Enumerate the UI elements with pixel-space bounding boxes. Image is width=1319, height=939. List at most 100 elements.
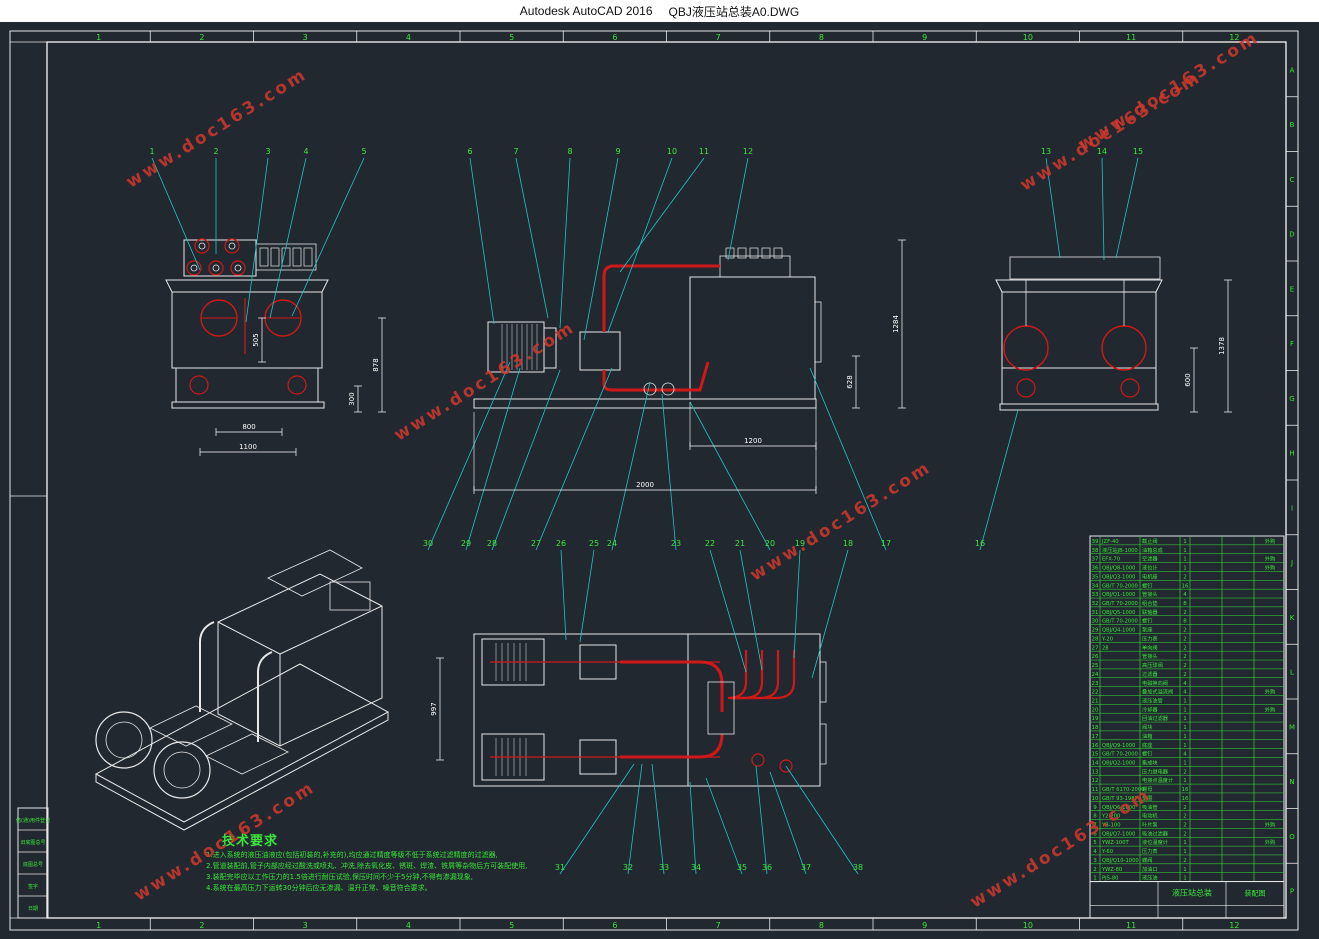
plan-branch-pipe <box>730 650 780 700</box>
bom-cell-qty: 2 <box>1183 805 1187 811</box>
plan-tank <box>687 633 821 787</box>
bom-cell-code: YB-100 <box>1101 823 1121 829</box>
grid-row-right: B <box>1290 121 1295 129</box>
grid-row-right: C <box>1290 176 1295 184</box>
side-valve <box>661 382 675 396</box>
iso-tank-edge <box>279 605 383 655</box>
dim-side-overall-text: 2000 <box>636 481 654 489</box>
bom-cell-code: YWZ-80 <box>1101 867 1122 873</box>
iso-panel <box>329 581 371 611</box>
bom-cell-name: 叶片泵 <box>1142 821 1158 829</box>
bom-cell-no: 25 <box>1092 663 1099 669</box>
dim-right-low-text: 600 <box>1184 373 1192 386</box>
bom-cell-qty: 2 <box>1183 610 1187 616</box>
side-return-pipe <box>602 361 710 392</box>
bom-cell-note: 外购 <box>1265 564 1275 572</box>
bom-cell-name: 螺钉 <box>1142 581 1152 589</box>
balloon-16: 16 <box>975 539 985 548</box>
grid-col-bottom: 2 <box>199 921 204 930</box>
bom-cell-no: 16 <box>1092 743 1099 749</box>
leader-line-24 <box>611 381 651 551</box>
bom-cell-qty: 16 <box>1182 583 1189 589</box>
revision-label: 借(通)用件登记 <box>16 817 50 824</box>
leader-line-35 <box>705 777 743 875</box>
grid-col-top: 4 <box>406 33 411 42</box>
grid-col-top: 11 <box>1126 33 1136 42</box>
plan-view <box>473 633 827 787</box>
front-valve-stack <box>255 243 317 271</box>
balloon-22: 22 <box>705 539 715 548</box>
plan-pipe-top <box>620 660 724 712</box>
bom-cell-no: 38 <box>1092 548 1099 554</box>
file-name: QBJ液压站总装A0.DWG <box>668 4 800 19</box>
bom-cell-no: 19 <box>1092 716 1099 722</box>
tech-line-1: 1.进入系统的液压油液应(包括初装的,补充的),均应通过精度等级不低于系统过滤精… <box>206 851 498 859</box>
bom-cell-no: 23 <box>1092 681 1099 687</box>
leader-line-15 <box>1115 157 1139 259</box>
bom-cell-no: 31 <box>1092 610 1099 616</box>
bom-cell-qty: 4 <box>1183 752 1187 758</box>
bom-cell-qty: 1 <box>1183 867 1187 873</box>
bom-cell-qty: 1 <box>1183 539 1187 545</box>
bom-cell-no: 3 <box>1093 858 1097 864</box>
bom-cell-code: JZF-40 <box>1101 539 1119 545</box>
leader-line-29 <box>465 367 521 551</box>
bom-cell-no: 17 <box>1092 734 1099 740</box>
side-cooler <box>814 301 822 363</box>
grid-row-right: I <box>1291 504 1293 512</box>
front-gauge-red <box>194 238 210 254</box>
bom-cell-no: 10 <box>1092 796 1099 802</box>
iso-tank <box>217 573 383 747</box>
bom-cell-name: 管接头 <box>1142 652 1158 660</box>
title-block-company: 装配图 <box>1245 889 1266 898</box>
bom-cell-no: 7 <box>1093 823 1097 829</box>
grid-col-bottom: 3 <box>303 921 308 930</box>
bom-cell-qty: 4 <box>1183 592 1187 598</box>
bom-cell-code: Y-60 <box>1101 849 1113 855</box>
bom-cell-name: 吸油过滤器 <box>1142 829 1169 837</box>
bom-cell-no: 11 <box>1092 787 1099 793</box>
leader-line-17 <box>809 367 887 551</box>
bom-cell-name: 垫圈 <box>1142 794 1152 802</box>
bom-cell-code: QBJ/Q7-1000 <box>1102 831 1135 837</box>
front-base-rail <box>171 401 325 409</box>
bom-cell-name: 电接点温度计 <box>1142 776 1173 784</box>
plan-fitting <box>751 753 765 767</box>
bom-cell-code: YWZ-100T <box>1101 840 1130 846</box>
bom-cell-no: 4 <box>1093 849 1097 855</box>
bom-cell-name: 单向阀 <box>1142 643 1158 651</box>
side-valve-head <box>761 247 771 259</box>
front-gauge-inner <box>228 242 236 250</box>
front-valve-element <box>281 247 291 267</box>
leader-line-16 <box>979 409 1019 551</box>
right-tank-lid <box>995 279 1163 293</box>
revision-label: 签字 <box>28 883 38 890</box>
grid-row-right: P <box>1290 888 1294 896</box>
grid-col-top: 8 <box>819 33 824 42</box>
leader-line-13 <box>1045 157 1061 259</box>
bom-cell-code: GB/T 70-2000 <box>1102 583 1138 589</box>
plan-fitting <box>779 759 793 773</box>
bom-cell-qty: 1 <box>1183 725 1187 731</box>
grid-col-top: 3 <box>303 33 308 42</box>
bom-cell-qty: 2 <box>1183 831 1187 837</box>
leader-line-3 <box>245 157 269 323</box>
leader-line-26 <box>560 549 567 641</box>
plan-branch-pipe <box>730 650 796 700</box>
balloon-23: 23 <box>671 539 681 548</box>
bom-cell-note: 外购 <box>1265 838 1275 846</box>
bom-cell-name: 油箱总成 <box>1142 546 1163 554</box>
bom-cell-code: QBJ/Q8-1000 <box>1102 566 1135 572</box>
balloon-28: 28 <box>487 539 497 548</box>
leader-line-12 <box>727 157 749 261</box>
balloon-36: 36 <box>762 863 772 872</box>
grid-col-top: 7 <box>716 33 721 42</box>
bom-cell-qty: 1 <box>1183 840 1187 846</box>
bom-cell-name: 底座 <box>1142 741 1152 749</box>
grid-col-top: 1 <box>96 33 101 42</box>
bom-cell-qty: 2 <box>1183 636 1187 642</box>
bom-cell-note: 外购 <box>1265 705 1275 713</box>
grid-row-right: O <box>1289 833 1295 841</box>
iso-pipe <box>257 651 273 742</box>
